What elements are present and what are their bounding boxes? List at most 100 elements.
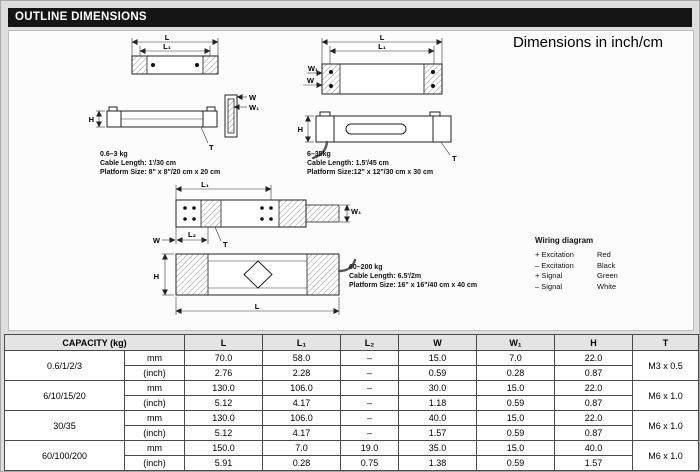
dim-cell: – <box>340 425 400 441</box>
dim-label-l1: L₁ <box>163 42 171 51</box>
unit-cell: mm <box>123 350 186 366</box>
dim-cell: 1.18 <box>398 395 478 411</box>
hatch-band <box>306 253 340 296</box>
hatch-band <box>131 55 148 75</box>
wiring-signal: – Signal <box>535 281 563 291</box>
wiring-row: + Signal Green <box>535 271 618 282</box>
outline-drawings: L L₁ H T <box>89 33 457 315</box>
dim-label-w: W <box>249 93 257 102</box>
small-loadcell-drawing: L L₁ H T <box>89 33 260 152</box>
screw-head <box>429 111 441 117</box>
hatch-band <box>200 199 222 228</box>
wiring-title: Wiring diagram <box>535 236 594 245</box>
wiring-color: Red <box>597 250 611 259</box>
dim-cell: 22.0 <box>554 380 634 396</box>
cable <box>311 140 329 160</box>
medium-loadcell-drawing: L L₁ W₁ W <box>298 33 457 163</box>
dim-cell: 15.0 <box>476 380 556 396</box>
dim-cell: 0.87 <box>554 395 634 411</box>
mount-tab <box>305 204 340 223</box>
table-row: 30/35 mm 130.0 106.0 – 40.0 15.0 22.0 M6… <box>4 410 700 441</box>
unit-cell: (inch) <box>123 455 186 471</box>
section-header-bar: OUTLINE DIMENSIONS <box>8 8 692 27</box>
table-row: (inch) 5.91 0.28 0.75 1.38 0.59 1.57 <box>5 455 699 471</box>
note-medium-loadcell: 6–35kg Cable Length: 1.5'/45 cm Platform… <box>307 150 433 177</box>
column-header: L₁ <box>262 334 342 351</box>
column-header: T <box>632 334 700 351</box>
cable-length: Cable Length: 1'/30 cm <box>100 160 176 168</box>
section-title: OUTLINE DIMENSIONS <box>15 11 147 23</box>
capacity-range: 0.6–3 kg <box>100 151 128 158</box>
dim-cell: 35.0 <box>398 440 478 456</box>
dim-label-w: W <box>153 236 161 245</box>
dim-cell: 0.28 <box>262 455 342 471</box>
column-header: W <box>398 334 478 351</box>
dim-cell: 40.0 <box>554 440 634 456</box>
dim-cell: 7.0 <box>262 440 342 456</box>
dim-cell: 106.0 <box>262 380 342 396</box>
column-header: L₂ <box>340 334 400 351</box>
dim-label-l2: L₂ <box>188 230 196 239</box>
hatch-band <box>202 55 219 75</box>
unit-cell: (inch) <box>123 365 186 381</box>
dim-cell: 0.28 <box>476 365 556 381</box>
dim-cell: 15.0 <box>398 350 478 366</box>
dim-label-w1: W₁ <box>351 207 361 216</box>
dim-cell: 0.59 <box>476 425 556 441</box>
dim-label-t: T <box>452 154 457 163</box>
dimension-table: CAPACITY (kg) L L₁ L₂ W W₁ H T 0.6/1/2/3… <box>3 334 700 471</box>
dim-cell: 130.0 <box>184 380 264 396</box>
table-row: (inch) 5.12 4.17 – 1.18 0.59 0.87 <box>5 395 699 411</box>
unit-cell: mm <box>123 380 186 396</box>
cable-length: Cable Length: 1.5'/45 cm <box>307 160 389 168</box>
dim-cell: 106.0 <box>262 410 342 426</box>
hatch-band <box>175 253 209 296</box>
dim-cell: 130.0 <box>184 410 264 426</box>
screw-head <box>206 106 216 112</box>
dim-cell: 5.91 <box>184 455 264 471</box>
dim-cell: 7.0 <box>476 350 556 366</box>
table-row: 0.6/1/2/3 mm 70.0 58.0 – 15.0 7.0 22.0 M… <box>4 350 700 381</box>
dim-label-t: T <box>209 143 214 152</box>
dim-cell: 58.0 <box>262 350 342 366</box>
capacity-cell: 30/35 <box>4 410 125 441</box>
dim-cell: 4.17 <box>262 395 342 411</box>
flexure-cutout <box>243 260 273 289</box>
units-note: Dimensions in inch/cm <box>512 34 663 51</box>
table-row: 60/100/200 mm 150.0 7.0 19.0 35.0 15.0 4… <box>4 440 700 471</box>
table-header-row: CAPACITY (kg) L L₁ L₂ W W₁ H T <box>3 334 700 351</box>
column-header: H <box>554 334 634 351</box>
hatch-band <box>278 199 307 228</box>
column-header: L <box>184 334 264 351</box>
dim-cell: 40.0 <box>398 410 478 426</box>
dim-label-l: L <box>380 33 385 42</box>
dim-cell: 1.57 <box>554 455 634 471</box>
screw-head <box>319 111 331 117</box>
wiring-diagram: Wiring diagram + Excitation Red – Excita… <box>535 236 618 292</box>
dim-label-h: H <box>89 115 94 124</box>
dim-cell: 0.59 <box>476 395 556 411</box>
dim-cell: 70.0 <box>184 350 264 366</box>
dim-cell: – <box>340 395 400 411</box>
hatch-band <box>423 63 443 95</box>
platform-size: Platform Size: 16" x 16"/40 cm x 40 cm <box>349 282 478 290</box>
thread-cell: M3 x 0.5 <box>632 350 700 381</box>
dim-cell: 1.38 <box>398 455 478 471</box>
unit-cell: mm <box>123 440 186 456</box>
dim-cell: 0.75 <box>340 455 400 471</box>
dim-cell: – <box>340 365 400 381</box>
platform-size: Platform Size: 8" x 8"/20 cm x 20 cm <box>100 169 221 177</box>
dim-label-l: L <box>165 33 170 42</box>
dim-cell: 4.17 <box>262 425 342 441</box>
unit-cell: mm <box>123 410 186 426</box>
cable-length: Cable Length: 6.5'/2m <box>349 273 422 281</box>
dim-label-l: L <box>255 302 260 311</box>
unit-cell: (inch) <box>123 425 186 441</box>
wiring-color: Black <box>597 260 616 270</box>
capacity-cell: 6/10/15/20 <box>4 380 125 411</box>
capacity-range: 60–200 kg <box>349 264 383 271</box>
dim-cell: 5.12 <box>184 425 264 441</box>
platform-size: Platform Size:12" x 12"/30 cm x 30 cm <box>307 169 434 177</box>
table-row: 6/10/15/20 mm 130.0 106.0 – 30.0 15.0 22… <box>4 380 700 411</box>
